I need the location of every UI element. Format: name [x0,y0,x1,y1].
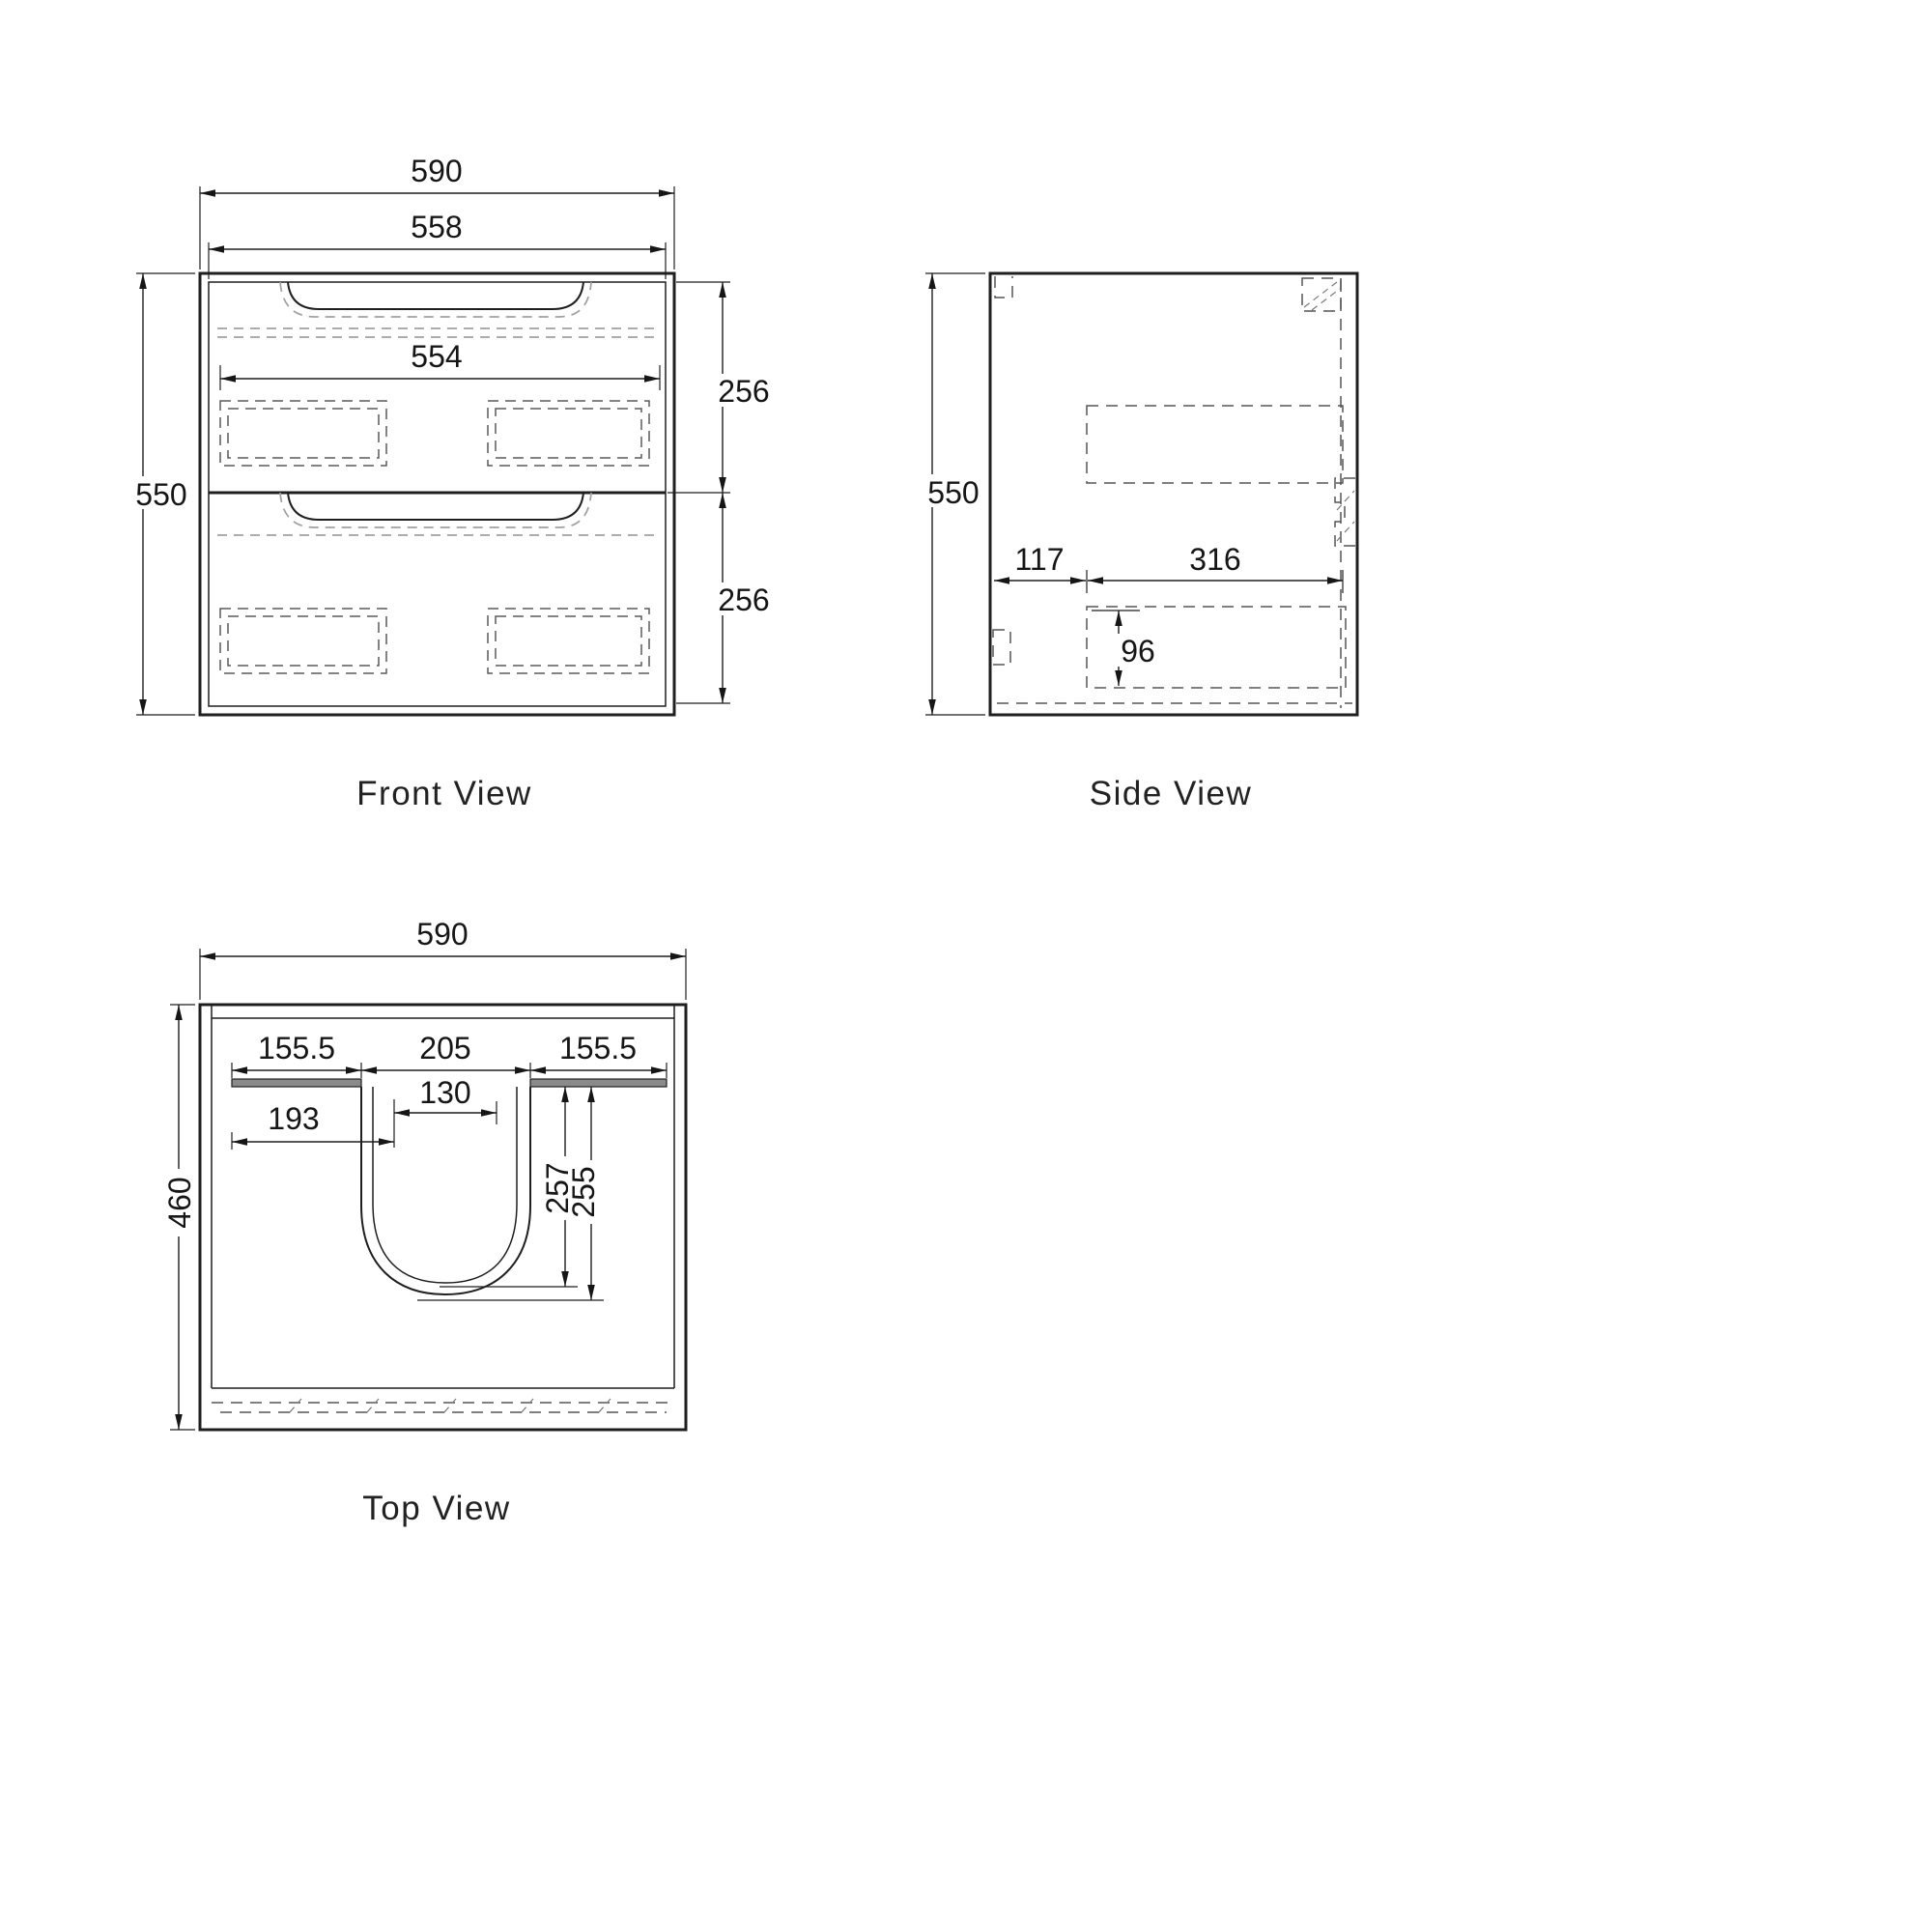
top-dim-tap-spacing: 130 [419,1075,470,1110]
top-front-rail-right [529,1078,668,1088]
top-basin-cutout-outer [360,1087,531,1296]
top-dim-overall-depth: 460 [162,1177,197,1228]
top-dim-left-inner: 193 [268,1101,319,1136]
side-cabinet-outline [988,271,1359,717]
side-hidden-lines [992,276,1355,708]
front-view: 590 558 554 550 256 [129,154,777,812]
front-dim-drawer-width: 554 [411,339,462,374]
side-view-label: Side View [1090,775,1253,812]
top-dim-center-section: 205 [419,1031,470,1065]
front-dim-height: 550 [135,477,186,512]
top-view: 590 460 155.5 205 155.5 130 [162,917,688,1527]
side-dim-drawer-depth: 316 [1189,542,1240,577]
front-dim-drawer-bottom-height: 256 [718,582,769,617]
side-view: 550 117 316 96 Side View [922,271,1359,812]
front-dim-overall-width: 590 [411,154,462,188]
front-hidden-lines [217,281,658,536]
front-top-handle [287,281,584,310]
front-dim-drawer-top-height: 256 [718,374,769,409]
side-dim-height: 550 [927,475,979,510]
front-view-label: Front View [356,775,532,812]
side-dim-front-offset: 117 [1014,542,1064,577]
top-dim-basin-depth-b: 255 [566,1166,601,1217]
top-dim-overall-width: 590 [416,917,468,952]
side-drawer-box-upper [1086,405,1344,484]
front-dim-inner-width: 558 [411,210,462,244]
front-bottom-handle [287,492,584,521]
side-dimensions: 550 117 316 96 [922,272,1344,716]
top-dimensions: 590 460 155.5 205 155.5 130 [162,917,687,1431]
top-dim-right-section: 155.5 [559,1031,637,1065]
top-hidden-rail [212,1402,674,1413]
side-drawer-box-lower [1086,606,1347,689]
top-front-rail-left [231,1078,362,1088]
front-dimensions: 590 558 554 550 256 [129,154,777,716]
top-dim-left-section: 155.5 [258,1031,335,1065]
top-basin-cutout-inner [372,1087,518,1284]
side-dim-drawer-height: 96 [1121,634,1155,668]
top-view-label: Top View [362,1490,510,1527]
front-cabinet-outline [198,271,676,717]
front-drawer-boxes [219,400,650,674]
top-cabinet-outline [198,1003,688,1432]
top-rail-hatch [289,1398,611,1413]
side-bracket-hatch [1303,281,1355,542]
